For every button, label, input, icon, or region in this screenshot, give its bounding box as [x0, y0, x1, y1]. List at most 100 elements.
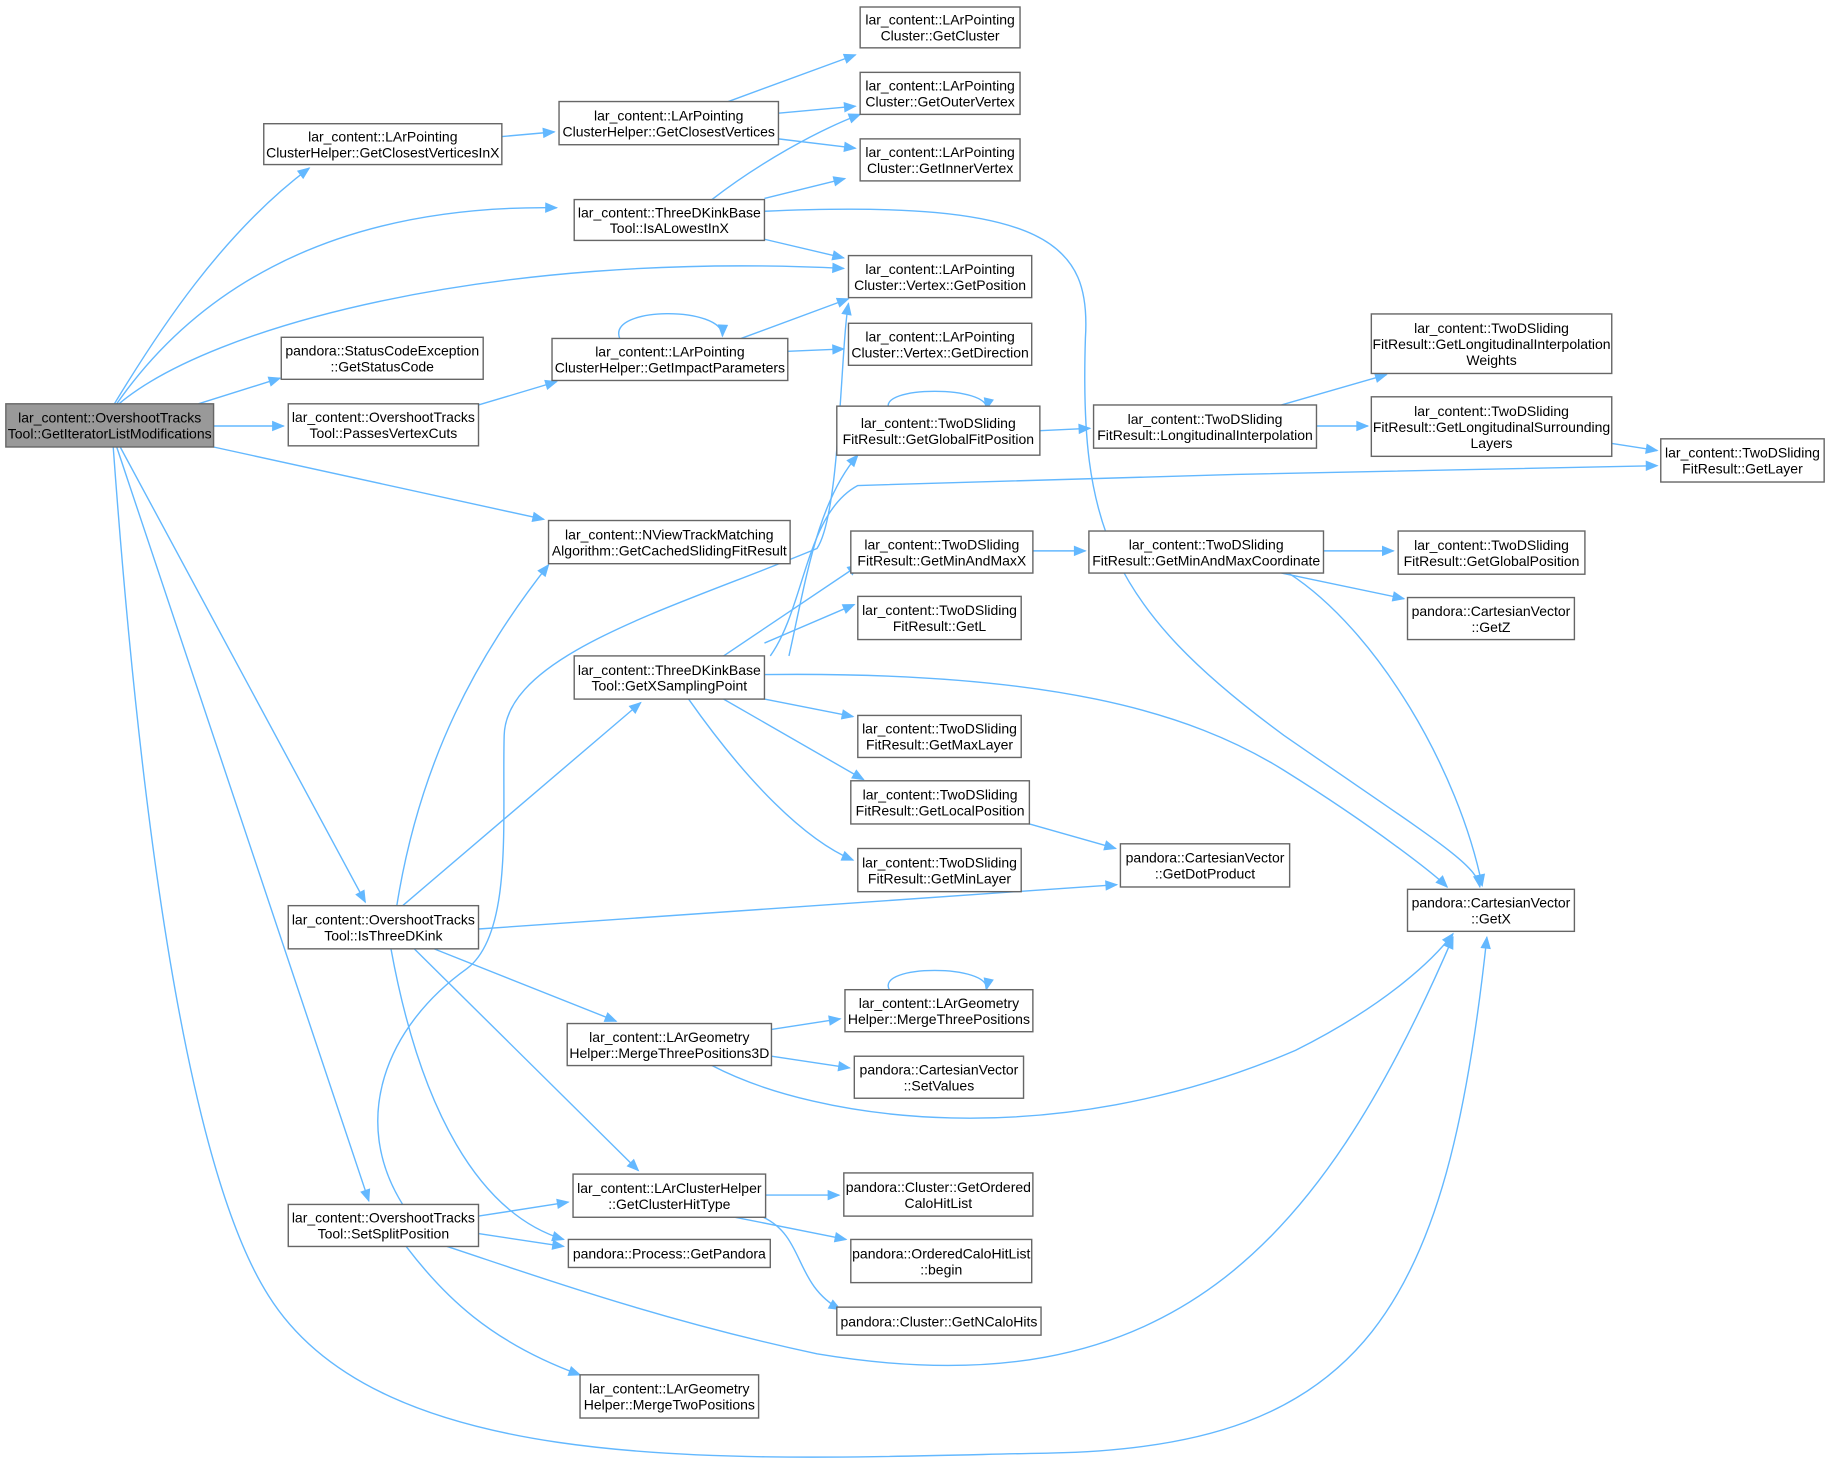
call-edge-arrowhead [628, 701, 642, 715]
node-orderedcalohitlistbegin[interactable]: pandora::OrderedCaloHitList::begin [850, 1238, 1033, 1284]
call-edge-arrowhead [837, 1060, 851, 1072]
node-label: pandora::Cluster::GetOrdered [846, 1179, 1031, 1195]
node-getglobalfitposition[interactable]: lar_content::TwoDSlidingFitResult::GetGl… [836, 405, 1041, 456]
node-label: lar_content::TwoDSliding [863, 787, 1018, 803]
call-edge-arrowhead [1078, 423, 1092, 435]
call-edge-arrowhead [272, 420, 285, 432]
node-getx[interactable]: pandora::CartesianVector::GetX [1406, 888, 1576, 933]
call-edge-arrowhead [832, 176, 847, 187]
node-getclosestvertices[interactable]: lar_content::LArPointingClusterHelper::G… [558, 100, 780, 146]
node-label: lar_content::TwoDSliding [1414, 320, 1569, 336]
node-label: lar_content::LArGeometry [589, 1381, 749, 1397]
node-getminlayer[interactable]: lar_content::TwoDSlidingFitResult::GetMi… [857, 847, 1022, 893]
node-getdotproduct[interactable]: pandora::CartesianVector::GetDotProduct [1119, 843, 1291, 888]
node-box [547, 519, 791, 565]
node-isthreedkink[interactable]: lar_content::OvershootTracksTool::IsThre… [287, 904, 480, 950]
node-box [847, 322, 1033, 366]
node-label: pandora::OrderedCaloHitList [852, 1245, 1030, 1261]
call-edge [1611, 442, 1659, 454]
node-getlayer[interactable]: lar_content::TwoDSlidingFitResult::GetLa… [1660, 438, 1825, 483]
call-edge-arrowhead [841, 604, 856, 614]
node-label: Cluster::GetInnerVertex [867, 160, 1013, 176]
node-getz[interactable]: pandora::CartesianVector::GetZ [1406, 596, 1576, 641]
call-edge-arrowhead [544, 379, 558, 390]
node-isalowestinx[interactable]: lar_content::ThreeDKinkBaseTool::IsALowe… [573, 198, 766, 242]
call-edge-arrowhead [846, 454, 859, 468]
node-setvalues[interactable]: pandora::CartesianVector::SetValues [853, 1055, 1025, 1099]
node-label: FitResult::GetL [893, 618, 987, 634]
node-getminandmaxx[interactable]: lar_content::TwoDSlidingFitResult::GetMi… [850, 530, 1034, 574]
node-box [1370, 396, 1613, 458]
node-label: Tool::GetXSamplingPoint [592, 678, 748, 694]
call-edge-arrowhead [827, 1189, 841, 1201]
node-getclusterhittype[interactable]: lar_content::LArClusterHelper::GetCluste… [572, 1173, 767, 1218]
node-longitudinalinterpolation[interactable]: lar_content::TwoDSlidingFitResult::Longi… [1092, 404, 1318, 449]
node-label: ::GetDotProduct [1155, 866, 1255, 882]
call-edge-line [446, 936, 1454, 1367]
node-label: lar_content::OvershootTracks [292, 409, 475, 425]
node-label: Weights [1466, 352, 1516, 368]
call-edge-line [778, 138, 856, 149]
call-edge-line [377, 303, 850, 1205]
node-label: lar_content::TwoDSliding [1665, 445, 1820, 461]
node-label: Cluster::GetCluster [881, 28, 1000, 44]
node-mergethreepositions3d[interactable]: lar_content::LArGeometryHelper::MergeThr… [566, 1022, 773, 1067]
call-edge-line [764, 603, 855, 644]
call-edge-arrowhead [835, 297, 850, 308]
node-mergethreepositions[interactable]: lar_content::LArGeometryHelper::MergeThr… [844, 988, 1034, 1033]
node-box [263, 123, 503, 166]
call-edge [377, 302, 852, 1205]
node-vertexgetdirection[interactable]: lar_content::LArPointingCluster::Vertex:… [847, 322, 1033, 366]
node-getglobalposition[interactable]: lar_content::TwoDSlidingFitResult::GetGl… [1397, 530, 1586, 575]
call-edge [118, 262, 846, 405]
node-box [567, 1238, 771, 1269]
node-label: lar_content::LArClusterHelper [577, 1180, 762, 1196]
node-getclosestverticesinx[interactable]: lar_content::LArPointingClusterHelper::G… [263, 123, 503, 166]
node-label: Tool::GetIteratorListModifications [8, 426, 212, 442]
node-getlongsurroundinglayers[interactable]: lar_content::TwoDSlidingFitResult::GetLo… [1370, 396, 1613, 458]
node-box [579, 1374, 760, 1419]
node-getlocalposition[interactable]: lar_content::TwoDSlidingFitResult::GetLo… [850, 780, 1031, 825]
node-box [573, 198, 766, 242]
node-getstatuscode[interactable]: pandora::StatusCodeException::GetStatusC… [280, 336, 484, 381]
node-getncalohits[interactable]: pandora::Cluster::GetNCaloHits [836, 1306, 1042, 1336]
node-getimpactparameters[interactable]: lar_content::LArPointingClusterHelper::G… [551, 337, 789, 382]
node-getcluster[interactable]: lar_content::LArPointingCluster::GetClus… [859, 6, 1021, 49]
call-edge-line [213, 446, 545, 521]
node-getcachedslidingfitresult[interactable]: lar_content::NViewTrackMatchingAlgorithm… [547, 519, 791, 565]
node-getxsamplingpoint[interactable]: lar_content::ThreeDKinkBaseTool::GetXSam… [573, 655, 766, 700]
call-edge-line [735, 1216, 847, 1241]
call-edge-line [740, 298, 849, 340]
node-label: Cluster::GetOuterVertex [865, 94, 1014, 110]
node-vertexgetposition[interactable]: lar_content::LArPointingCluster::Vertex:… [847, 254, 1033, 299]
node-box [859, 6, 1021, 49]
node-label: ::GetZ [1472, 619, 1511, 635]
node-label: pandora::Cluster::GetNCaloHits [840, 1313, 1037, 1329]
call-edge-line [764, 673, 1448, 888]
node-setsplitposition[interactable]: lar_content::OvershootTracksTool::SetSpl… [287, 1203, 480, 1248]
call-edge [765, 1189, 841, 1201]
node-label: ::GetStatusCode [330, 359, 434, 375]
node-getmaxlayer[interactable]: lar_content::TwoDSlidingFitResult::GetMa… [857, 714, 1022, 759]
call-edge [771, 1055, 851, 1072]
node-box [287, 1203, 480, 1248]
node-label: Helper::MergeTwoPositions [584, 1397, 755, 1413]
node-getinnervertex[interactable]: lar_content::LArPointingCluster::GetInne… [859, 138, 1021, 182]
node-label: pandora::CartesianVector [1126, 850, 1285, 866]
node-label: Tool::IsALowestInX [610, 220, 730, 236]
node-getiteratorlistmodifications[interactable]: lar_content::OvershootTracksTool::GetIte… [5, 403, 215, 448]
node-label: lar_content::LArPointing [594, 107, 743, 123]
call-edge-arrowhead [851, 769, 865, 781]
node-label: FitResult::GetGlobalFitPosition [843, 431, 1034, 447]
node-label: lar_content::LArPointing [308, 128, 457, 144]
node-getoutervertex[interactable]: lar_content::LArPointingCluster::GetOute… [859, 71, 1021, 116]
call-edge-arrowhead [841, 302, 852, 316]
node-getlonginterpweights[interactable]: lar_content::TwoDSlidingFitResult::GetLo… [1370, 313, 1613, 375]
node-box [551, 337, 789, 382]
node-getminandmaxcoordinate[interactable]: lar_content::TwoDSlidingFitResult::GetMi… [1088, 530, 1325, 574]
node-passesvertexcuts[interactable]: lar_content::OvershootTracksTool::Passes… [287, 403, 480, 447]
node-getpandora[interactable]: pandora::Process::GetPandora [567, 1238, 771, 1269]
node-mergetwopositions[interactable]: lar_content::LArGeometryHelper::MergeTwo… [579, 1374, 760, 1419]
